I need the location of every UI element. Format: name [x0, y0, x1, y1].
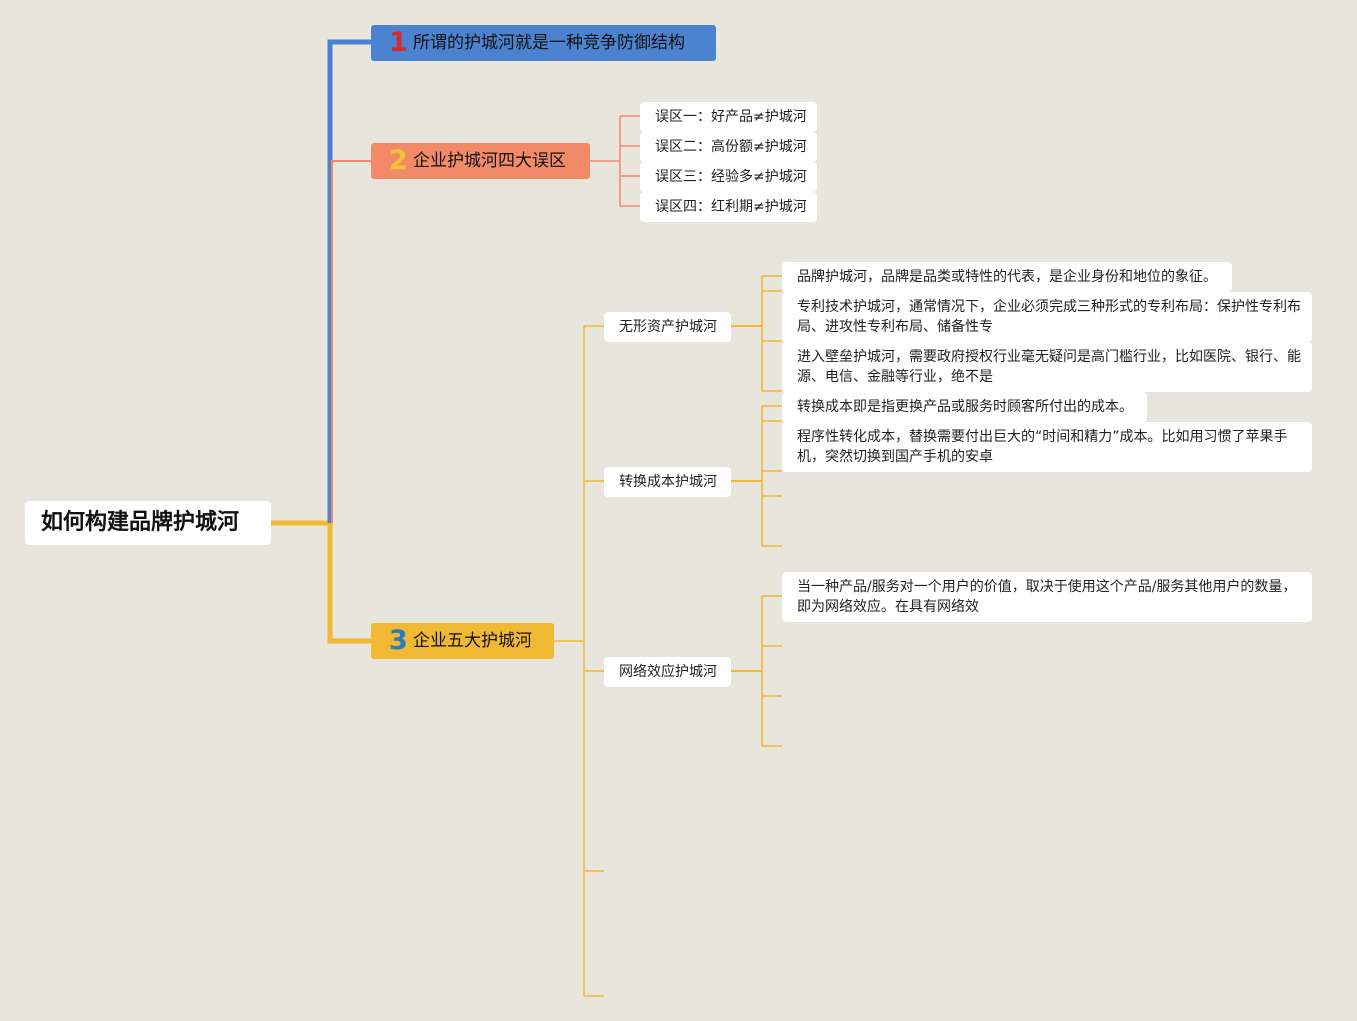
moat-topic-intangible-assets[interactable]: 无形资产护城河 — [604, 312, 731, 342]
branch-topic-1[interactable]: 1 所谓的护城河就是一种竞争防御结构 — [371, 25, 716, 61]
branch3-connector — [327, 523, 371, 644]
misconception-topic-3[interactable]: 误区三：经验多≠护城河 — [640, 162, 817, 192]
branch-number-3: 3 — [389, 625, 408, 656]
branch-topic-2[interactable]: 2 企业护城河四大误区 — [371, 143, 590, 179]
branch3-children-connectors — [554, 325, 604, 997]
branch-label-1: 所谓的护城河就是一种竞争防御结构 — [413, 33, 685, 53]
branch-number-2: 2 — [389, 145, 408, 176]
branch-label-3: 企业五大护城河 — [413, 631, 532, 651]
leaf-patent-moat[interactable]: 专利技术护城河，通常情况下，企业必须完成三种形式的专利布局：保护性专利布局、进攻… — [782, 292, 1312, 342]
moat-topic-switching-cost[interactable]: 转换成本护城河 — [604, 467, 731, 497]
misconception-topic-2[interactable]: 误区二：高份额≠护城河 — [640, 132, 817, 162]
moat-topic-network-effect[interactable]: 网络效应护城河 — [604, 657, 731, 687]
leaf-entry-barrier-moat[interactable]: 进入壁垒护城河，需要政府授权行业毫无疑问是高门槛行业，比如医院、银行、能源、电信… — [782, 342, 1312, 392]
root-topic[interactable]: 如何构建品牌护城河 — [25, 501, 271, 545]
leaf-network-effect-definition[interactable]: 当一种产品/服务对一个用户的价值，取决于使用这个产品/服务其他用户的数量，即为网… — [782, 572, 1312, 622]
branch-topic-3[interactable]: 3 企业五大护城河 — [371, 623, 554, 659]
branch1-connector — [327, 39, 371, 523]
switching-leaf-connectors — [731, 405, 782, 547]
leaf-switching-cost-definition[interactable]: 转换成本即是指更换产品或服务时顾客所付出的成本。 — [782, 392, 1147, 422]
misconception-topic-1[interactable]: 误区一：好产品≠护城河 — [640, 102, 817, 132]
branch-label-2: 企业护城河四大误区 — [413, 151, 566, 171]
branch2-connector — [331, 160, 371, 523]
misconception-topic-4[interactable]: 误区四：红利期≠护城河 — [640, 192, 817, 222]
leaf-procedural-switching-cost[interactable]: 程序性转化成本，替换需要付出巨大的“时间和精力”成本。比如用习惯了苹果手机，突然… — [782, 422, 1312, 472]
branch-number-1: 1 — [389, 27, 408, 58]
branch2-children-connectors — [590, 115, 640, 207]
intangible-leaf-connectors — [731, 275, 782, 392]
leaf-brand-moat[interactable]: 品牌护城河，品牌是品类或特性的代表，是企业身份和地位的象征。 — [782, 262, 1232, 292]
network-leaf-connectors — [731, 595, 782, 747]
